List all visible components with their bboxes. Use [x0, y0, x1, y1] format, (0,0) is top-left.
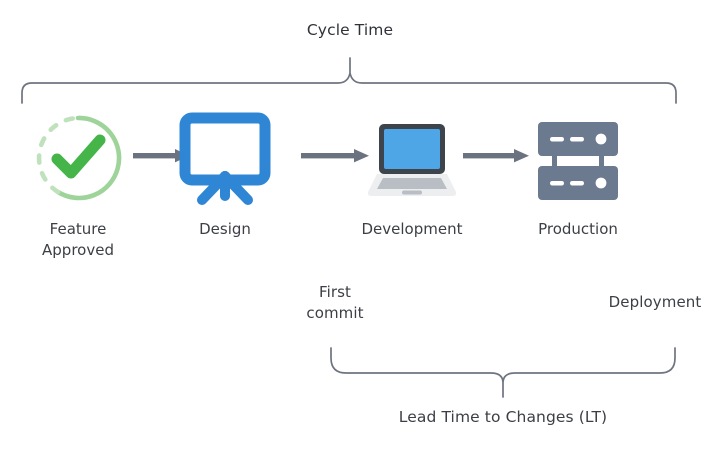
- stage-feature-approved: Feature Approved: [3, 110, 153, 261]
- arrow-development-to-production: [463, 146, 531, 170]
- arrow-right-icon: [301, 149, 369, 163]
- laptop-icon: [337, 110, 487, 205]
- stage-production: Production: [503, 110, 653, 240]
- arrow-right-icon: [463, 149, 529, 163]
- first-commit-label: First commit: [306, 283, 364, 322]
- stage-development: Development: [337, 110, 487, 240]
- stage-label-feature-approved: Feature Approved: [42, 220, 114, 259]
- stage-label-design: Design: [199, 220, 251, 238]
- deployment-label: Deployment: [608, 293, 702, 311]
- lead-time-to-changes-label: Lead Time to Changes (LT): [398, 408, 608, 426]
- arrow-design-to-development: [301, 146, 371, 170]
- server-rack-icon: [503, 110, 653, 205]
- stage-label-development: Development: [361, 220, 463, 238]
- lead-time-brace: [330, 347, 676, 398]
- cycle-time-title: Cycle Time: [306, 21, 394, 39]
- stage-design: Design: [150, 110, 300, 240]
- stage-label-production: Production: [538, 220, 618, 238]
- check-circle-icon: [3, 110, 153, 205]
- easel-board-icon: [150, 110, 300, 205]
